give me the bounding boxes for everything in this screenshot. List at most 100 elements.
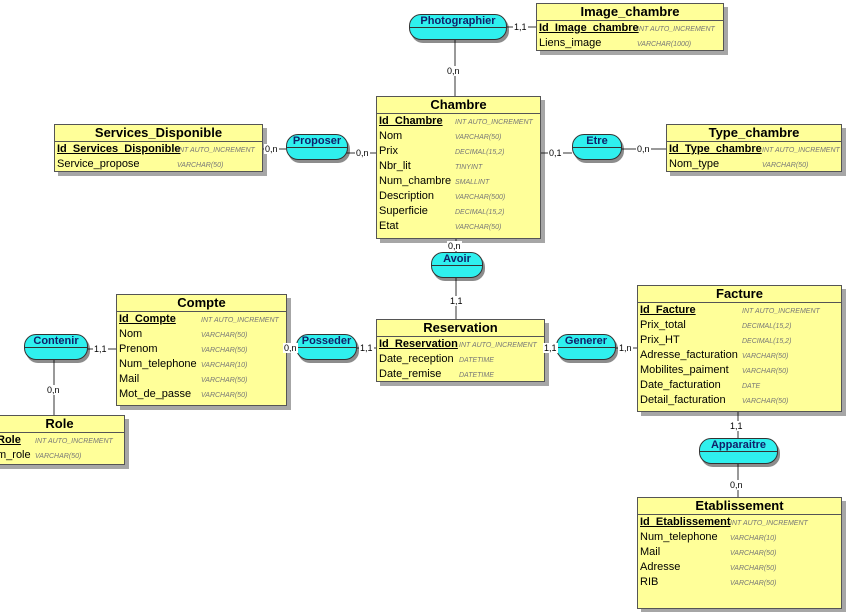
field-name: Id_Facture xyxy=(640,304,696,316)
association-divider xyxy=(573,147,621,148)
field-name: Num_telephone xyxy=(640,531,718,543)
field-name: Mail xyxy=(640,546,661,558)
association-divider xyxy=(25,347,87,348)
field-type: DECIMAL(15,2) xyxy=(455,149,505,156)
field-name: Nbr_lit xyxy=(379,160,411,172)
entity-title: Reservation xyxy=(377,320,544,337)
field-name: Id_Compte xyxy=(119,313,176,325)
association-label: Apparaitre xyxy=(710,439,767,451)
association-contenir[interactable]: Contenir xyxy=(24,334,88,360)
field-name: Id_Image_chambre xyxy=(539,22,639,34)
association-apparaitre[interactable]: Apparaitre xyxy=(699,438,778,464)
entity-title: Facture xyxy=(638,286,841,303)
field-name: Id_Services_Disponible xyxy=(57,143,181,155)
entity-title: Image_chambre xyxy=(537,4,723,21)
field-name: m_role xyxy=(0,449,31,461)
field-type: VARCHAR(50) xyxy=(730,580,777,587)
field-name: Mail xyxy=(119,373,140,385)
field-type: DECIMAL(15,2) xyxy=(742,323,792,330)
field-type: INT AUTO_INCREMENT xyxy=(762,147,840,154)
field-name: Prix_HT xyxy=(640,334,680,346)
entity-title: Etablissement xyxy=(638,498,841,515)
field-name: Num_telephone xyxy=(119,358,197,370)
association-proposer[interactable]: Proposer xyxy=(286,134,348,160)
field-type: INT AUTO_INCREMENT xyxy=(742,308,820,315)
cardinality-avoir-chambre: 0,n xyxy=(447,241,462,251)
entity-title: Role xyxy=(0,416,124,433)
association-label: Photographier xyxy=(420,15,496,27)
entity-title: Services_Disponible xyxy=(55,125,262,142)
field-name: Detail_facturation xyxy=(640,394,726,406)
field-type: VARCHAR(50) xyxy=(730,565,777,572)
field-row: Prix DECIMAL(15,2) xyxy=(377,144,540,159)
field-name: Mot_de_passe xyxy=(119,388,192,400)
field-name: Id_Etablissement xyxy=(640,516,731,528)
association-divider xyxy=(557,347,615,348)
field-type: VARCHAR(1000) xyxy=(637,41,692,48)
field-type: VARCHAR(50) xyxy=(455,224,502,231)
association-label: Contenir xyxy=(33,335,79,347)
field-name: Liens_image xyxy=(539,37,602,49)
field-name: Mobilites_paiment xyxy=(640,364,729,376)
field-type: VARCHAR(50) xyxy=(35,453,82,460)
field-name: Date_remise xyxy=(379,368,442,380)
field-name: Nom xyxy=(119,328,143,340)
field-type: DATE xyxy=(742,383,761,390)
association-etre[interactable]: Etre xyxy=(572,134,622,160)
cardinality-posseder-compte: 0,n xyxy=(283,343,298,353)
field-type: VARCHAR(50) xyxy=(455,134,502,141)
cardinality-proposer-chambre: 0,n xyxy=(355,148,370,158)
association-posseder[interactable]: Posseder xyxy=(296,334,357,360)
association-avoir[interactable]: Avoir xyxy=(431,252,483,278)
primary-key-row: Id_Facture INT AUTO_INCREMENT xyxy=(638,303,841,318)
field-row: Liens_image VARCHAR(1000) xyxy=(537,36,723,51)
cardinality-avoir-reservation: 1,1 xyxy=(449,296,464,306)
entity-facture[interactable]: Facture Id_Facture INT AUTO_INCREMENT Prix… xyxy=(637,285,842,412)
field-name: Prix xyxy=(379,145,398,157)
field-type: DECIMAL(15,2) xyxy=(455,209,505,216)
cardinality-posseder-reservation: 1,1 xyxy=(359,343,374,353)
cardinality-etre-chambre: 0,1 xyxy=(548,148,563,158)
association-divider xyxy=(297,347,356,348)
entity-services-disponible[interactable]: Services_Disponible Id_Services_Disponib… xyxy=(54,124,263,172)
association-photographier[interactable]: Photographier xyxy=(409,14,507,40)
association-label: Posseder xyxy=(301,335,352,347)
association-label: Proposer xyxy=(292,135,342,147)
cardinality-contenir-compte: 1,1 xyxy=(93,344,108,354)
association-generer[interactable]: Generer xyxy=(556,334,616,360)
field-type: VARCHAR(50) xyxy=(201,392,248,399)
cardinality-photographier-image: 1,1 xyxy=(513,22,528,32)
field-type: VARCHAR(50) xyxy=(177,162,224,169)
field-type: VARCHAR(50) xyxy=(762,162,809,169)
association-label: Avoir xyxy=(443,253,471,265)
field-name: Role xyxy=(0,434,21,446)
